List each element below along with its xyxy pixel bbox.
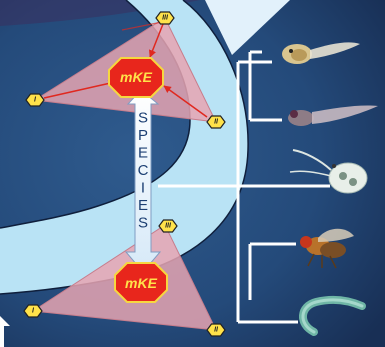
species-letter: C [138, 162, 149, 179]
hex-node-ii-top: II [207, 116, 225, 128]
mke-top-label: mKE [120, 69, 153, 85]
species-letter: S [138, 215, 148, 232]
species-letter: I [141, 180, 145, 197]
mke-bottom-label: mKE [125, 275, 158, 291]
species-letter: E [138, 145, 148, 162]
species-letter: P [138, 127, 148, 144]
species-letter: E [138, 197, 148, 214]
hex-node-i-top: I [26, 94, 44, 106]
hex-node-iii-bottom: III [159, 220, 177, 232]
mke-node-top: mKE [109, 58, 163, 97]
hex-node-iii-top: III [156, 12, 174, 24]
mke-node-bottom: mKE [115, 263, 167, 302]
hex-node-i-bottom: I [24, 305, 42, 317]
hex-node-ii-bottom: II [207, 324, 225, 336]
species-letter: S [138, 110, 148, 127]
